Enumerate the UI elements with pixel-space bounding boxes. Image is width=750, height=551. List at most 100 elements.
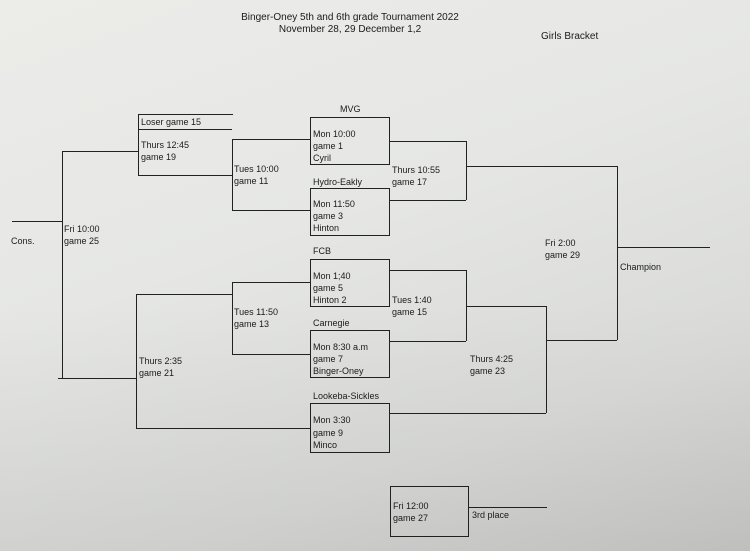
tournament-title: Binger-Oney 5th and 6th grade Tournament… <box>241 12 459 23</box>
game5-number: game 5 <box>313 283 344 293</box>
line-g19-bottom <box>138 175 232 176</box>
team-hydro-eakly: Hydro-Eakly <box>313 177 363 187</box>
line-g5-left <box>310 259 311 306</box>
team-carnegie: Carnegie <box>313 318 350 328</box>
team-hinton: Hinton <box>313 223 340 233</box>
line-third-place <box>469 507 547 508</box>
game9-number: game 9 <box>313 428 344 438</box>
game23-number: game 23 <box>470 366 506 376</box>
game3-number: game 3 <box>313 211 344 221</box>
line-winner-g15 <box>466 306 546 307</box>
line-g13-left <box>232 282 233 354</box>
game25-number: game 25 <box>64 236 100 246</box>
line-champion <box>617 247 710 248</box>
line-g15-bottom <box>389 341 466 342</box>
line-fcb <box>310 259 390 260</box>
line-g17-right <box>466 141 467 200</box>
line-binger-oney <box>310 377 390 378</box>
line-g9-right <box>389 403 390 452</box>
line-g19-divider <box>138 129 232 130</box>
line-g9-left <box>310 403 311 452</box>
line-g1-left <box>310 117 311 164</box>
line-g19-left <box>138 114 139 175</box>
game27-time: Fri 12:00 <box>393 501 429 511</box>
line-g21-bottom <box>136 428 310 429</box>
game27-number: game 27 <box>393 513 429 523</box>
line-g11-top <box>232 139 310 140</box>
line-g15-right <box>466 270 467 341</box>
game1-time: Mon 10:00 <box>313 129 356 139</box>
line-hinton-2 <box>310 306 390 307</box>
line-hinton <box>310 235 390 236</box>
line-g25-bottom <box>58 378 136 379</box>
game11-time: Tues 10:00 <box>234 164 279 174</box>
line-carnegie <box>310 330 390 331</box>
line-mvg <box>310 117 390 118</box>
champion-label: Champion <box>620 262 662 272</box>
cons-label: Cons. <box>11 236 35 246</box>
line-g17-bottom <box>389 200 466 201</box>
game23-time: Thurs 4:25 <box>470 354 514 364</box>
line-g25-top <box>62 151 138 152</box>
line-g1-right <box>389 117 390 164</box>
game19-time: Thurs 12:45 <box>141 140 190 150</box>
game29-time: Fri 2:00 <box>545 238 576 248</box>
line-g11-left <box>232 139 233 210</box>
line-g17-top <box>389 141 466 142</box>
team-cyril: Cyril <box>313 153 331 163</box>
game29-number: game 29 <box>545 250 581 260</box>
line-minco <box>310 452 390 453</box>
game21-time: Thurs 2:35 <box>139 356 183 366</box>
game21-number: game 21 <box>139 368 175 378</box>
game5-time: Mon 1;40 <box>313 271 351 281</box>
line-winner-g9 <box>389 413 546 414</box>
game17-time: Thurs 10:55 <box>392 165 441 175</box>
third-place-label: 3rd place <box>472 510 510 520</box>
game7-number: game 7 <box>313 354 344 364</box>
line-g13-bottom <box>232 354 310 355</box>
line-lookeba-sickles <box>310 403 390 404</box>
line-g5-right <box>389 259 390 306</box>
game17-number: game 17 <box>392 177 428 187</box>
game3-time: Mon 11:50 <box>313 199 355 209</box>
line-g23-right <box>546 306 547 413</box>
line-g13-top <box>232 282 310 283</box>
team-fcb: FCB <box>313 246 331 256</box>
game15-number: game 15 <box>392 307 428 317</box>
game7-time: Mon 8:30 a.m <box>313 342 369 352</box>
game27-box <box>390 486 469 537</box>
line-g3-left <box>310 188 311 235</box>
line-g19-top <box>138 114 233 115</box>
line-g25-left <box>62 151 63 378</box>
game11-number: game 11 <box>234 176 269 186</box>
line-g29-right <box>617 166 618 340</box>
team-mvg: MVG <box>340 104 361 114</box>
game13-time: Tues 11:50 <box>234 307 279 317</box>
line-consolation <box>12 221 62 222</box>
line-g15-top <box>389 270 466 271</box>
line-g7-left <box>310 330 311 377</box>
team-lookeba-sickles: Lookeba-Sickles <box>313 391 380 401</box>
line-g11-bottom <box>232 210 310 211</box>
line-g7-right <box>389 330 390 377</box>
team-hinton-2: Hinton 2 <box>313 295 347 305</box>
line-g21-left <box>136 294 137 428</box>
line-hydro-eakly <box>310 188 390 189</box>
game19-number: game 19 <box>141 152 177 162</box>
game15-time: Tues 1:40 <box>392 295 432 305</box>
line-winner-g23 <box>546 340 617 341</box>
game1-number: game 1 <box>313 141 344 151</box>
tournament-dates: November 28, 29 December 1,2 <box>278 24 422 35</box>
line-winner-g17 <box>466 166 617 167</box>
line-cyril <box>310 164 390 165</box>
line-g3-right <box>389 188 390 235</box>
page-shadow <box>0 300 750 551</box>
game25-time: Fri 10:00 <box>64 224 100 234</box>
bracket-label: Girls Bracket <box>541 31 599 42</box>
game19-feed-label: Loser game 15 <box>141 117 202 127</box>
team-binger-oney: Binger-Oney <box>313 366 364 376</box>
game9-time: Mon 3:30 <box>313 415 351 425</box>
team-minco: Minco <box>313 440 338 450</box>
line-g21-top <box>136 294 232 295</box>
